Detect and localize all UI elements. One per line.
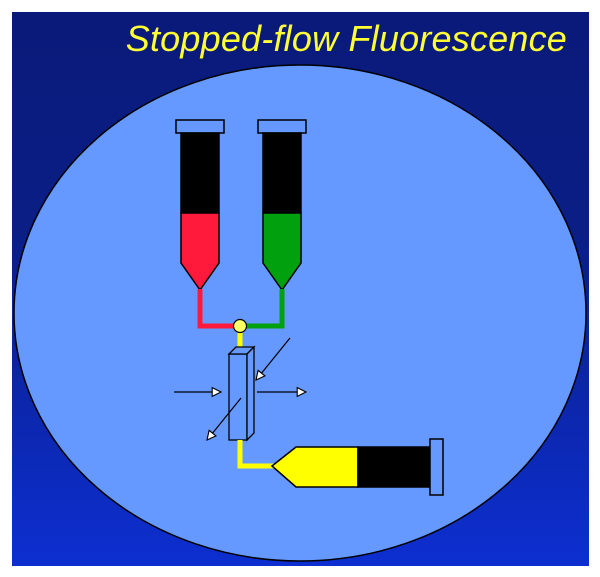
syringe-b-icon — [257, 119, 307, 292]
stopped-flow-diagram — [13, 64, 587, 562]
mixing-junction-icon — [232, 318, 248, 334]
syringe-b-cap — [257, 119, 307, 134]
slide-title: Stopped-flow Fluorescence — [125, 18, 567, 59]
emission-arrow-icon — [207, 397, 242, 440]
tube-a — [197, 289, 240, 329]
incoming-light-arrow-icon — [256, 337, 291, 380]
slide: Stopped-flow Fluorescence — [12, 12, 589, 566]
stop-syringe-plunger — [357, 446, 431, 488]
stop-syringe-cap — [429, 438, 444, 496]
stop-syringe-icon — [270, 438, 444, 496]
observation-cell-icon — [227, 345, 256, 442]
syringe-a-reagent — [180, 212, 220, 292]
syringe-a-plunger — [180, 132, 220, 214]
chamber-ellipse — [13, 64, 587, 562]
syringe-a-icon — [175, 119, 225, 292]
tube-b — [240, 289, 285, 329]
tube-out — [237, 440, 276, 469]
syringe-b-plunger — [262, 132, 302, 214]
syringe-a-cap — [175, 119, 225, 134]
syringe-b-reagent — [262, 212, 302, 292]
